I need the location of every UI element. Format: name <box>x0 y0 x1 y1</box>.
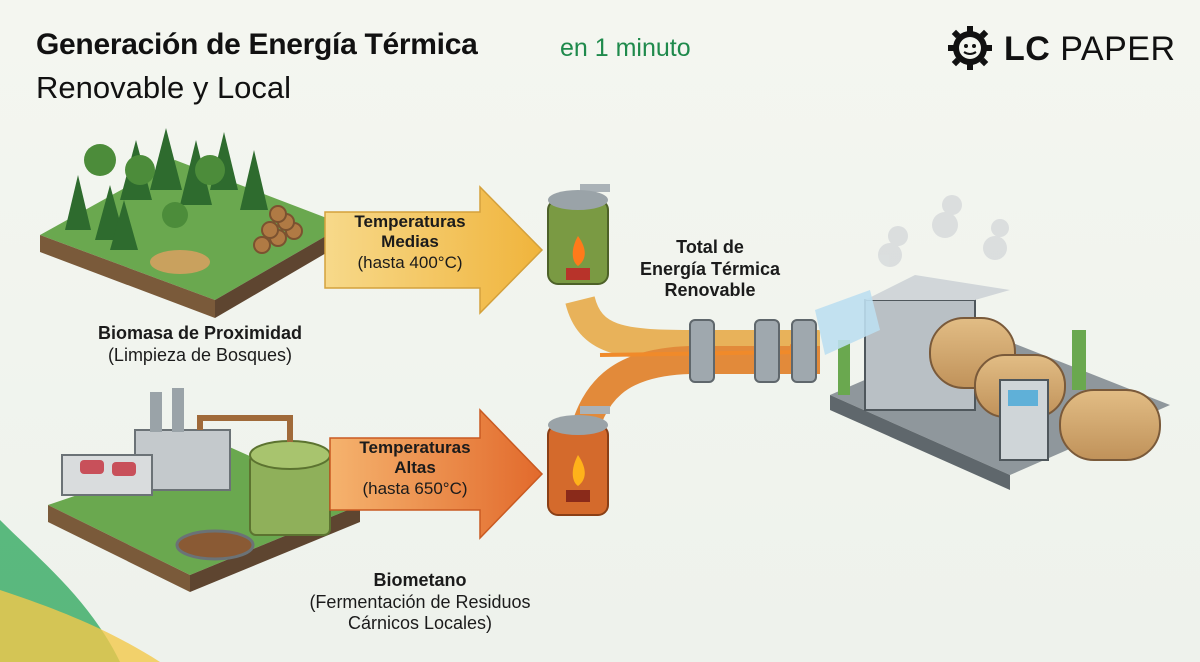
boiler-high <box>547 415 609 516</box>
decorative-wave-accent <box>0 590 160 662</box>
page-subtitle: Renovable y Local <box>36 70 292 105</box>
arrow-medium-temp <box>324 185 544 315</box>
merge-pipe <box>565 295 820 360</box>
brand-logo: LC PAPER <box>1004 30 1176 69</box>
arrow-high-line2: Altas <box>394 458 436 478</box>
arrow-medium-line1: Temperaturas <box>354 212 466 231</box>
biomass-detail: (Limpieza de Bosques) <box>107 344 293 365</box>
biomethane-name: Biometano <box>373 570 467 590</box>
arrow-high-range: (hasta 650°C) <box>362 478 468 498</box>
output-label: Total de Energía Térmica Renovable <box>615 237 805 302</box>
biomass-name: Biomasa de Proximidad <box>97 323 303 343</box>
biomass-label: Biomasa de Proximidad (Limpieza de Bosqu… <box>70 323 330 366</box>
page-title: Generación de Energía Térmica <box>36 28 478 61</box>
arrow-high-label: Temperaturas Altas (hasta 650°C) <box>340 438 490 499</box>
gear-face-icon <box>948 26 992 70</box>
forest-biomass-scene <box>40 128 345 318</box>
output-line2: Energía Térmica <box>639 258 781 279</box>
brand-rest: PAPER <box>1060 30 1176 68</box>
arrow-medium-label: Temperaturas Medias (hasta 400°C) <box>335 212 485 273</box>
title-accent: en 1 minuto <box>560 34 691 62</box>
biomethane-scene <box>48 388 360 592</box>
brand-bold: LC <box>1004 30 1051 68</box>
boiler-medium <box>547 190 609 285</box>
arrow-high-temp <box>329 408 544 540</box>
biomethane-label: Biometano (Fermentación de Residuos Cárn… <box>290 570 550 635</box>
output-line3: Renovable <box>664 280 756 301</box>
arrow-medium-range: (hasta 400°C) <box>357 252 463 272</box>
biomethane-detail-1: (Fermentación de Residuos <box>309 591 531 612</box>
biomethane-detail-2: Cárnicos Locales) <box>347 613 493 634</box>
arrow-medium-line2: Medias <box>381 232 439 252</box>
output-line1: Total de <box>676 237 744 257</box>
paper-machine <box>815 195 1170 490</box>
arrow-high-line1: Temperaturas <box>359 438 471 457</box>
